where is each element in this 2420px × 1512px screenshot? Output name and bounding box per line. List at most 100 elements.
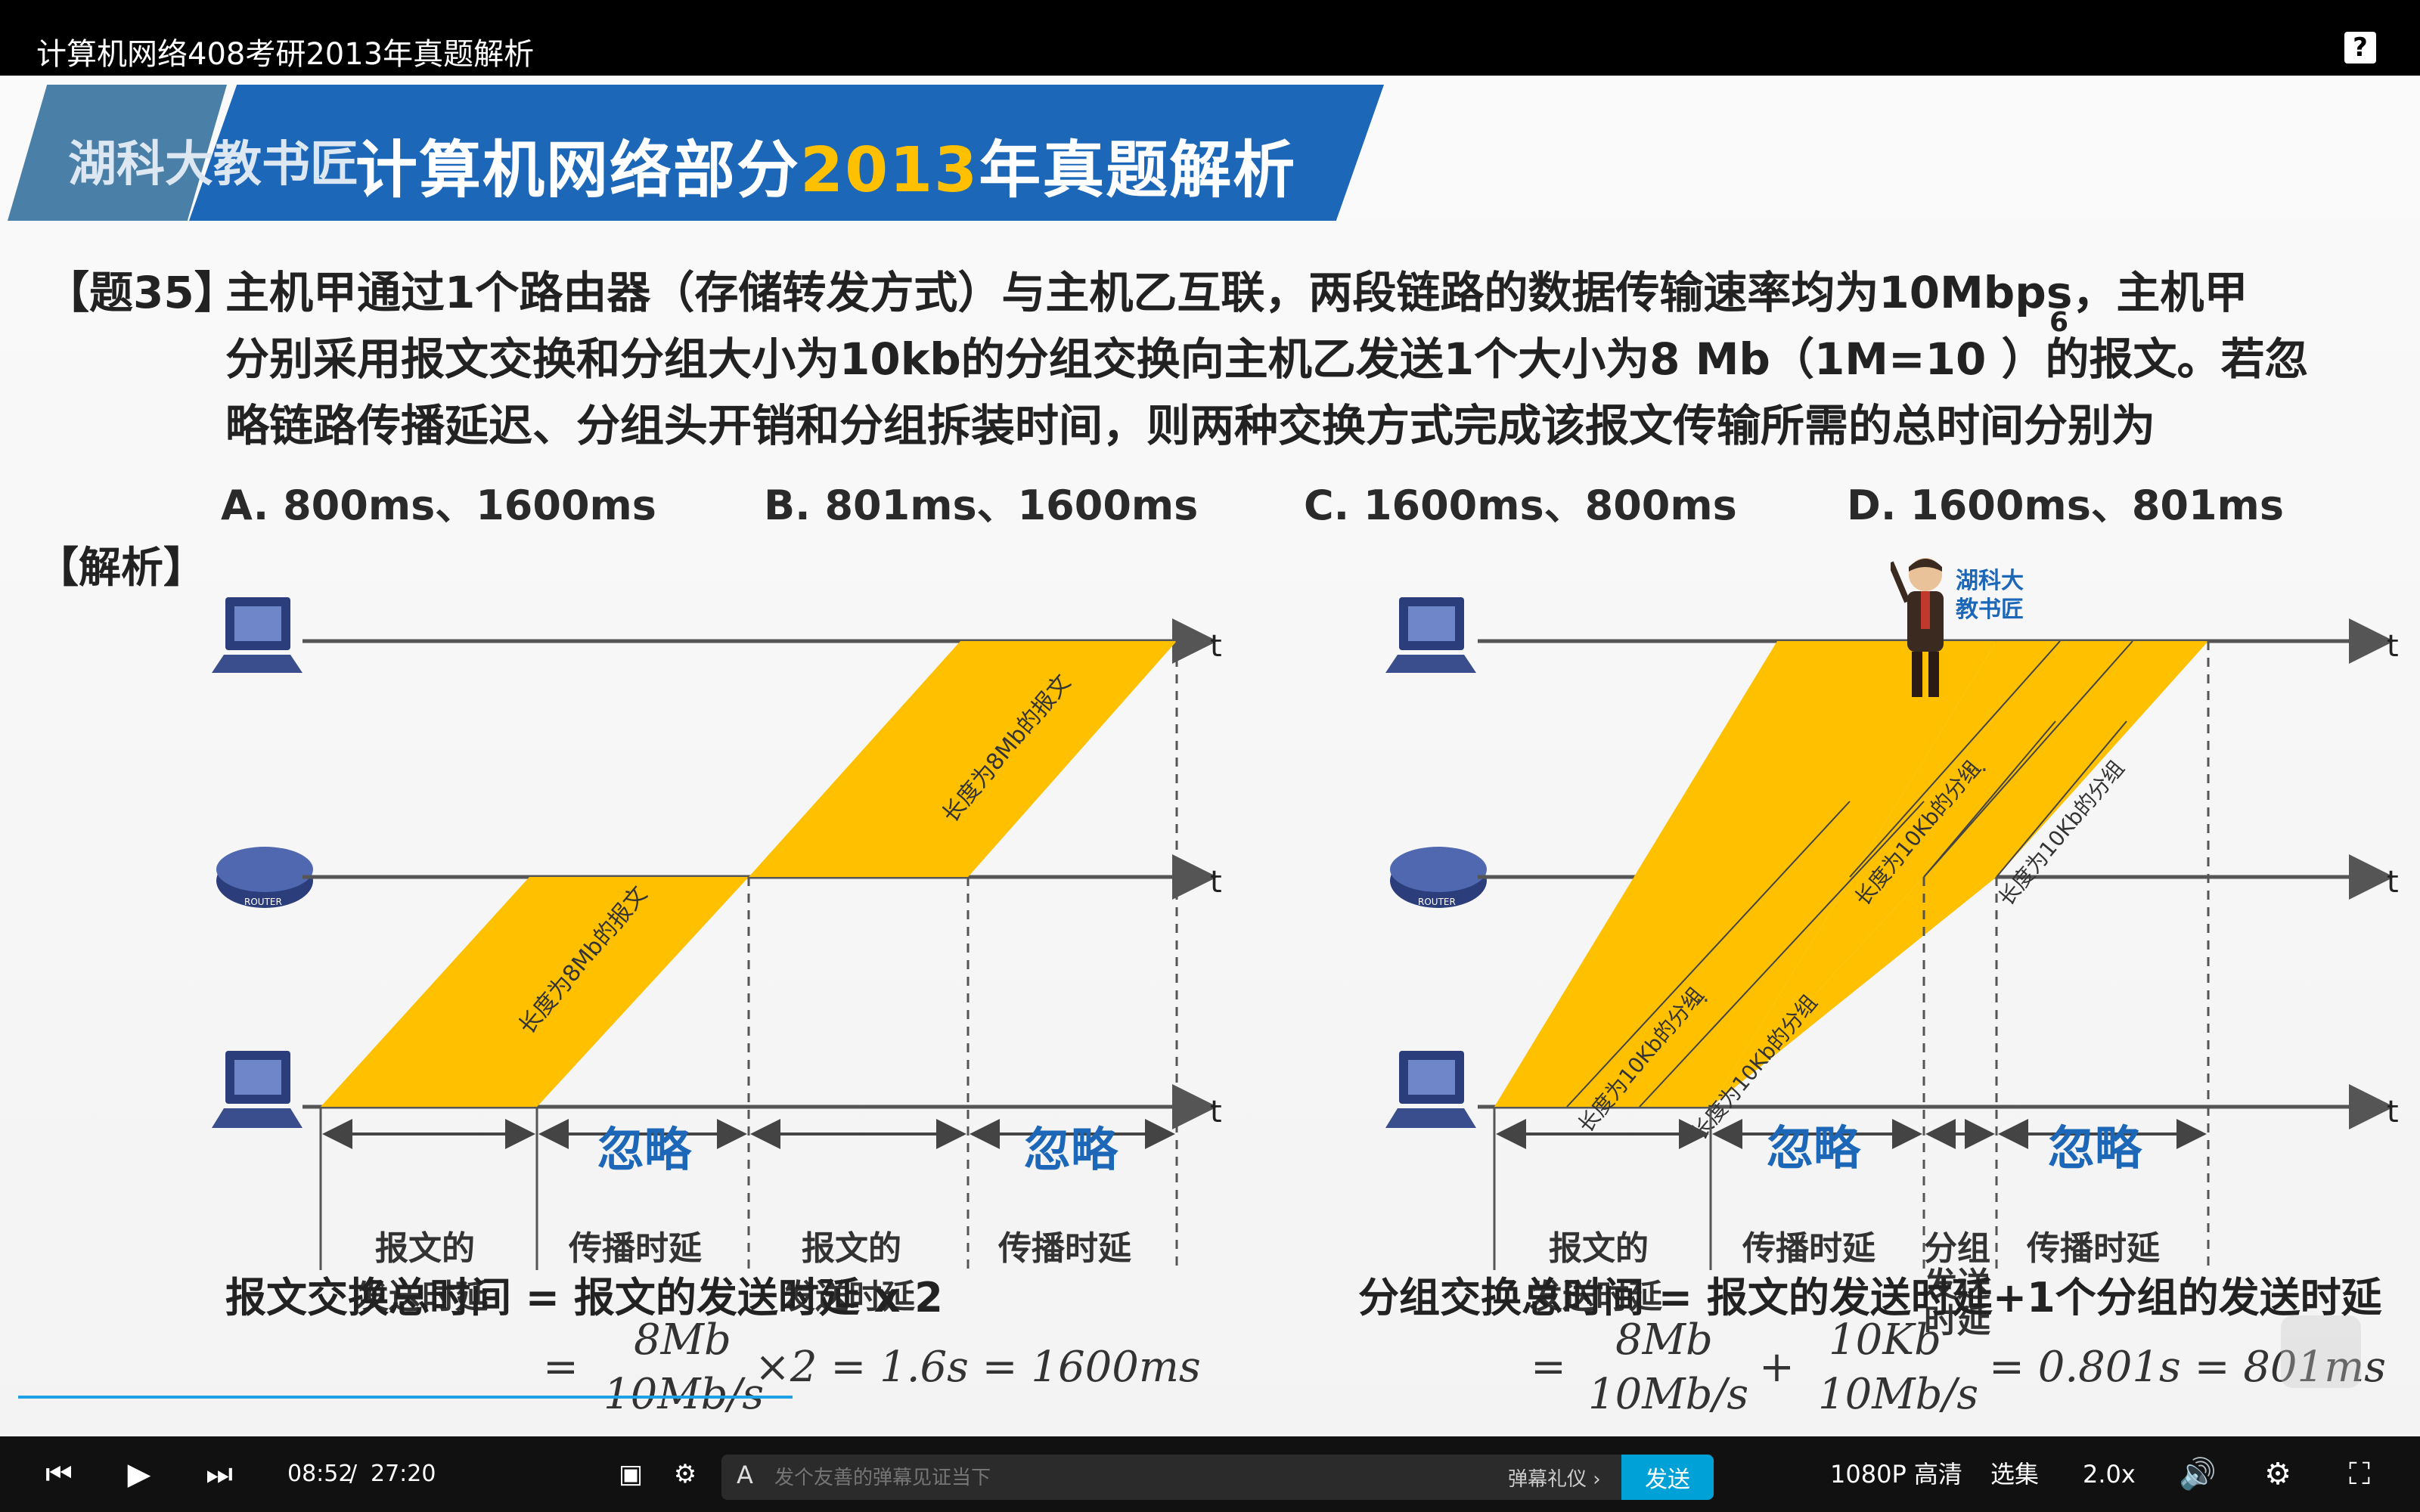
router-icon: ROUTER [216,847,313,908]
question-line-2: 分别采用报文交换和分组大小为10kb的分组交换向主机乙发送1个大小为8 Mb（1… [225,333,2309,385]
right-denominator-2: 10Mb/s [1818,1370,1979,1419]
right-result: = 0.801s = 801ms [1989,1343,2387,1392]
danmaku-box: A 弹幕礼仪 › [721,1455,1621,1500]
slide-title: 计算机网络部分2013年真题解析 [355,119,1296,209]
computer-icon [1385,597,1476,673]
question-superscript: 6 [2049,307,2069,338]
right-numerator-2: 10Kb [1829,1315,1941,1365]
left-diagram: ROUTER t t t 长度为8Mb的报文 长度为8Mb的报文 [212,597,1222,1316]
next-icon[interactable]: ⏭ [206,1457,233,1492]
title-year: 2013 [800,135,979,206]
analysis-label: 【解析】 [36,544,206,593]
episodes-button[interactable]: 选集 [1990,1460,2040,1489]
right-diagram: ROUTER t t t [1385,597,2399,1340]
time-axis-label: t [2387,865,2399,900]
send-delay-line1: 报文的 [1549,1229,1649,1268]
prop-delay-label: 传播时延 [1742,1229,1876,1268]
send-delay-line2: 发送时延 [1529,1278,1662,1316]
time-total: 27:20 [371,1461,436,1487]
right-denominator-1: 10Mb/s [1588,1370,1749,1419]
router-label: ROUTER [1418,897,1456,907]
mascot-label: 湖科大 教书匠 [1956,567,2039,624]
ignore-label: 忽略 [1024,1122,1118,1177]
left-equals: = [543,1343,579,1392]
fullscreen-icon[interactable]: ⛶ [2349,1457,2370,1492]
quality-selector[interactable]: 1080P 高清 [1830,1460,1962,1489]
banner-tag: 湖科大教书匠 [68,137,358,193]
left-denominator: 10Mb/s [603,1370,765,1419]
send-delay-line2: 发送时延 [355,1278,489,1316]
danmaku-etiquette-link[interactable]: 弹幕礼仪 › [1508,1468,1601,1491]
player-controls: ⏮ ▶ ⏭ 08:52 / 27:20 ▣ ⚙ A 弹幕礼仪 › 发送 1080… [0,1436,2420,1512]
packet-band [1494,641,1996,1107]
pkt-delay-line3: 时延 [1924,1302,1990,1340]
option-b: B. 801ms、1600ms [764,482,1199,529]
option-a: A. 800ms、1600ms [221,482,656,529]
danmaku-settings-icon[interactable]: ⚙ [673,1459,697,1489]
message-band-upper [749,641,1177,877]
question-line-1: 主机甲通过1个路由器（存储转发方式）与主机乙互联，两段链路的数据传输速率均为10… [225,267,2248,318]
banner [189,85,1384,221]
message-band-lower [321,877,749,1107]
left-numerator: 8Mb [634,1315,731,1365]
router-label: ROUTER [244,897,282,907]
ellipsis: ... [1966,751,1988,777]
time-axis-label: t [2387,1095,2399,1129]
speed-selector[interactable]: 2.0x [2083,1460,2136,1489]
slide: 湖科大教书匠 计算机网络部分2013年真题解析 【题35】 主机甲通过1个路由器… [0,76,2420,1436]
time-axis-label: t [1210,865,1222,900]
progress-bar[interactable] [18,1396,793,1399]
router-icon: ROUTER [1390,847,1487,908]
send-delay-line1: 报文的 [375,1229,475,1268]
prop-delay-label: 传播时延 [568,1229,702,1268]
prop-delay-label: 传播时延 [997,1229,1131,1268]
computer-icon [1385,1051,1476,1128]
window-title: 计算机网络408考研2013年真题解析 [36,37,535,72]
left-result: ×2 = 1.6s = 1600ms [755,1343,1201,1392]
send-button[interactable]: 发送 [1621,1455,1714,1500]
title-part-b: 年真题解析 [979,135,1297,206]
time-separator: / [349,1461,358,1487]
danmaku-toggle-icon[interactable]: ▣ [618,1459,644,1489]
previous-icon[interactable]: ⏮ [45,1457,73,1492]
settings-icon[interactable]: ⚙ [2264,1457,2291,1492]
message-switching-total: 报文交换总时间 = 报文的发送时延 x 2 [225,1274,943,1321]
option-d: D. 1600ms、801ms [1847,482,2284,529]
banner-left-shape [8,85,227,221]
mascot-label-line1: 湖科大 [1956,568,2024,594]
ignore-label: 忽略 [597,1122,692,1177]
title-part-a: 计算机网络部分 [355,135,801,206]
packet-switching-total: 分组交换总时间 = 报文的发送时延+1个分组的发送时延 [1358,1274,2382,1321]
time-current: 08:52 [287,1461,353,1487]
computer-icon [212,597,302,673]
ignore-label: 忽略 [1767,1120,1861,1176]
option-c: C. 1600ms、800ms [1304,482,1737,529]
computer-icon [212,1051,302,1128]
ignore-label: 忽略 [2048,1120,2142,1176]
volume-icon[interactable]: 🔊 [2179,1457,2217,1492]
timing-diagram: ROUTER t t t 长度为8Mb的报文 长度为8Mb的报文 [212,597,2399,1340]
help-icon[interactable]: ? [2344,32,2376,64]
pkt-delay-line1: 分组 [1924,1229,1990,1268]
packet-band-fill [1711,641,2208,1107]
send-delay-line2: 发送时延 [782,1278,915,1316]
question-label: 【题35】 [45,267,238,318]
right-equals: = [1531,1343,1566,1392]
prop-delay-label: 传播时延 [2026,1229,2160,1268]
mascot-figure [1888,544,1959,711]
danmaku-input[interactable] [774,1461,1395,1494]
pkt-delay-line2: 发送 [1924,1266,1990,1304]
play-icon[interactable]: ▶ [127,1457,151,1492]
time-axis-label: t [1210,629,1222,664]
mascot-label-line2: 教书匠 [1956,596,2024,623]
question-line-3: 略链路传播延迟、分组头开销和分组拆装时间，则两种交换方式完成该报文传输所需的总时… [225,400,2156,451]
right-plus: + [1759,1343,1795,1392]
right-numerator-1: 8Mb [1615,1315,1713,1365]
title-bar: 计算机网络408考研2013年真题解析 ? [0,0,2420,76]
time-axis-label: t [2387,629,2399,664]
time-axis-label: t [1210,1095,1222,1129]
font-icon[interactable]: A [737,1461,753,1489]
floating-play-button[interactable] [2281,1315,2361,1388]
send-delay-line1: 报文的 [802,1229,901,1268]
ellipsis: ... [1688,981,1710,1008]
